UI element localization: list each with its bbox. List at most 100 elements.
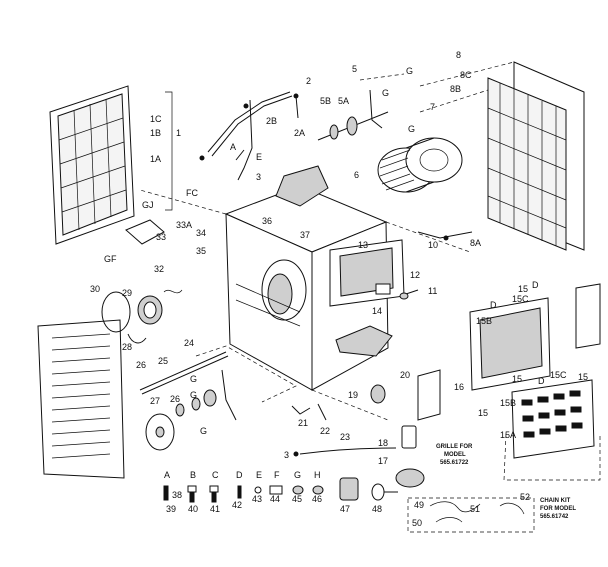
label-D2: D <box>532 280 539 290</box>
label-45: 45 <box>292 494 302 504</box>
label-D1: D <box>490 300 497 310</box>
label-51: 51 <box>470 504 480 514</box>
label-35: 35 <box>196 246 206 256</box>
label-49: 49 <box>414 500 424 510</box>
label-G2: G <box>382 88 389 98</box>
grille-note-line2: MODEL <box>444 452 466 458</box>
label-26b: 26 <box>170 394 180 404</box>
label-GF: GF <box>104 254 117 264</box>
label-23: 23 <box>340 432 350 442</box>
label-GJ: GJ <box>142 200 154 210</box>
left-grille-panel <box>37 319 125 479</box>
label-15B2: 15B <box>500 398 516 408</box>
label-5A: 5A <box>338 96 349 106</box>
label-40: 40 <box>188 504 198 514</box>
label-13: 13 <box>358 240 368 250</box>
label-1A: 1A <box>150 154 161 164</box>
label-42: 42 <box>232 500 242 510</box>
label-1: 1 <box>176 128 181 138</box>
label-15a: 15 <box>518 284 528 294</box>
label-E2: E <box>256 470 262 480</box>
label-2B: 2B <box>266 116 277 126</box>
label-21: 21 <box>298 418 308 428</box>
label-5: 5 <box>352 64 357 74</box>
label-29: 29 <box>122 288 132 298</box>
label-G3: G <box>408 124 415 134</box>
label-10: 10 <box>428 240 438 250</box>
right-grilles <box>469 283 601 481</box>
label-FC: FC <box>186 188 198 198</box>
label-7: 7 <box>430 102 435 112</box>
label-18: 18 <box>378 438 388 448</box>
label-26a: 26 <box>136 360 146 370</box>
label-8: 8 <box>456 50 461 60</box>
label-14: 14 <box>372 306 382 316</box>
blower-wheel <box>377 137 463 193</box>
label-G4: G <box>190 374 197 384</box>
motor-assembly <box>101 219 183 344</box>
label-15C2: 15C <box>550 370 567 380</box>
label-25: 25 <box>158 356 168 366</box>
label-15A: 15A <box>500 430 516 440</box>
label-F: F <box>274 470 280 480</box>
label-15c: 15 <box>578 372 588 382</box>
label-17: 17 <box>378 456 388 466</box>
label-37: 37 <box>300 230 310 240</box>
label-28: 28 <box>122 342 132 352</box>
label-36: 36 <box>262 216 272 226</box>
label-C: C <box>212 470 219 480</box>
label-G7: G <box>294 470 301 480</box>
label-A: A <box>164 470 170 480</box>
label-15B: 15B <box>476 316 492 326</box>
label-46: 46 <box>312 494 322 504</box>
label-43: 43 <box>252 494 262 504</box>
label-H: H <box>314 470 321 480</box>
shaft-pulley-assembly <box>139 345 297 451</box>
label-16: 16 <box>454 382 464 392</box>
label-1C: 1C <box>150 114 162 124</box>
label-D: D <box>236 470 243 480</box>
label-B: B <box>190 470 196 480</box>
label-19: 19 <box>348 390 358 400</box>
grille-note-line1: GRILLE FOR <box>436 444 473 450</box>
label-32: 32 <box>154 264 164 274</box>
label-33: 33 <box>156 232 166 242</box>
label-34: 34 <box>196 228 206 238</box>
label-15b: 15 <box>512 374 522 384</box>
label-2A: 2A <box>294 128 305 138</box>
water-distribution-tubes <box>199 91 299 181</box>
label-33A: 33A <box>176 220 192 230</box>
label-5B: 5B <box>320 96 331 106</box>
left-filter-pad-frame <box>49 85 173 245</box>
label-22: 22 <box>320 426 330 436</box>
label-3b: 3 <box>284 450 289 460</box>
label-50: 50 <box>412 518 422 528</box>
callout-labels: 1 1C 1B 1A 2 2A 2B A 3 E 5 5A 5B G G G 6… <box>90 50 588 528</box>
label-44: 44 <box>270 494 280 504</box>
label-G1: G <box>406 66 413 76</box>
grille-note-line3: 565.61722 <box>440 460 469 466</box>
label-2: 2 <box>306 76 311 86</box>
label-48: 48 <box>372 504 382 514</box>
label-11: 11 <box>428 286 437 296</box>
label-47: 47 <box>340 504 350 514</box>
float-valve-parts <box>375 231 473 300</box>
lower-parts <box>291 369 441 488</box>
chain-note-line1: CHAIN KIT <box>540 498 571 504</box>
label-1B: 1B <box>150 128 161 138</box>
pulley-shaft-assembly <box>317 73 405 141</box>
label-A-top: A <box>230 142 236 152</box>
right-filter-pad-frame <box>419 61 585 251</box>
chain-kit-box <box>407 497 535 533</box>
label-8B: 8B <box>450 84 461 94</box>
main-cabinet <box>139 165 471 421</box>
label-15D2: D <box>538 376 545 386</box>
label-8A: 8A <box>470 238 481 248</box>
label-6: 6 <box>354 170 359 180</box>
label-39: 39 <box>166 504 176 514</box>
label-8C: 8C <box>460 70 472 80</box>
label-20: 20 <box>400 370 410 380</box>
label-3: 3 <box>256 172 261 182</box>
chain-note-line3: 565.61742 <box>540 514 569 520</box>
